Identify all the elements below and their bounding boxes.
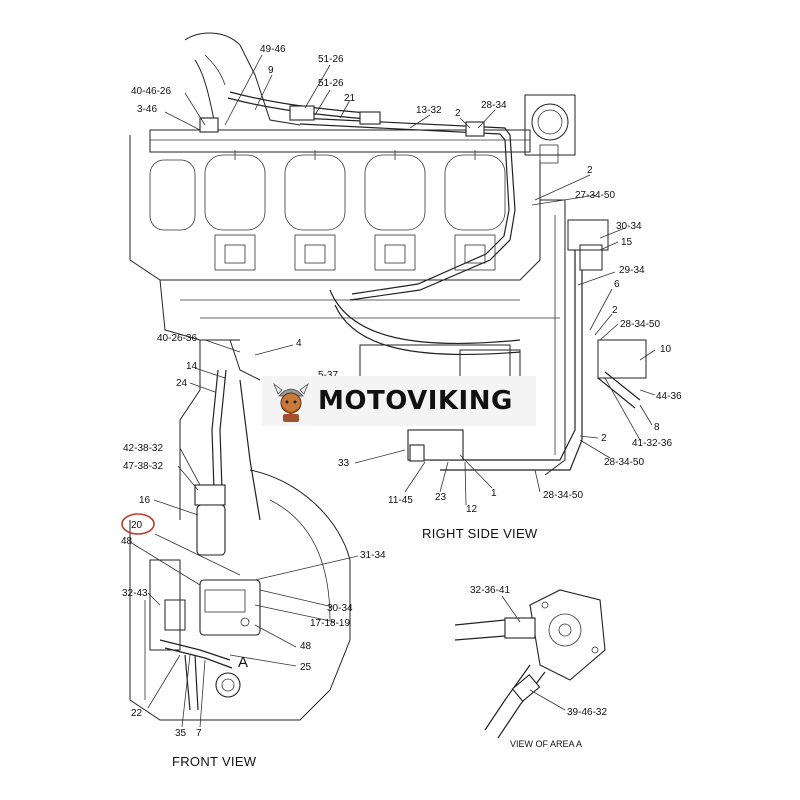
- callout-label: 22: [131, 708, 143, 719]
- area-a-detail-drawing: [454, 589, 606, 739]
- brand-banner: MOTOVIKING: [262, 376, 536, 426]
- callout-label: 48: [300, 641, 312, 652]
- callout-label: 20: [131, 520, 143, 531]
- callout-label: 39-46-32: [567, 707, 607, 718]
- highlight-ring: [121, 513, 155, 535]
- engine-block-drawing: [129, 32, 647, 521]
- callout-label: 3-46: [137, 104, 157, 115]
- callout-label: 11-45: [388, 495, 413, 506]
- callout-label: 23: [435, 492, 447, 503]
- right-side-view-title: RIGHT SIDE VIEW: [422, 526, 538, 541]
- callout-label: 51-26: [318, 54, 344, 65]
- callout-label: 28-34-50: [543, 490, 583, 501]
- callout-label: 32-43: [122, 588, 148, 599]
- callout-label: 27-34-50: [575, 190, 615, 201]
- callout-label: 2: [601, 433, 607, 444]
- callout-label: 41-32-36: [632, 438, 672, 449]
- callout-label: 28-34-50: [620, 319, 660, 330]
- callout-label: 49-46: [260, 44, 286, 55]
- callout-label: 32-36-41: [470, 585, 510, 596]
- callout-label: 17-18-19: [310, 618, 350, 629]
- callout-label: 2: [455, 108, 461, 119]
- callout-label: 15: [621, 237, 633, 248]
- viking-mascot-icon: [273, 382, 309, 422]
- front-view-drawing: [129, 469, 351, 721]
- callout-label: 8: [654, 422, 660, 433]
- front-view-title: FRONT VIEW: [172, 754, 257, 769]
- callout-label: 40-46-26: [131, 86, 171, 97]
- callout-label: 30-34: [327, 603, 353, 614]
- callout-labels: 49-46 51-26 51-26 9 21 40-46-26 3-46 13-…: [121, 44, 682, 739]
- callout-label: 9: [268, 65, 274, 76]
- callout-label: 44-36: [656, 391, 682, 402]
- callout-label: 7: [196, 728, 202, 739]
- callout-label: 16: [139, 495, 151, 506]
- callout-label: 4: [296, 338, 302, 349]
- callout-label: 6: [614, 279, 620, 290]
- callout-label: 28-34-50: [604, 457, 644, 468]
- callout-label: 40-26-36: [157, 333, 197, 344]
- callout-label: 1: [491, 488, 497, 499]
- callout-label: 48: [121, 536, 133, 547]
- callout-label: 33: [338, 458, 350, 469]
- callout-label: 29-34: [619, 265, 645, 276]
- callout-label: 24: [176, 378, 188, 389]
- callout-label: 30-34: [616, 221, 642, 232]
- callout-label: 13-32: [416, 105, 442, 116]
- callout-label: 10: [660, 344, 672, 355]
- callout-label: 2: [612, 305, 618, 316]
- callout-label: 5-37: [318, 370, 338, 381]
- callout-label: 47-38-32: [123, 461, 163, 472]
- brand-name: MOTOVIKING: [318, 386, 513, 416]
- area-a-view-title: VIEW OF AREA A: [510, 739, 582, 749]
- callout-label: 35: [175, 728, 187, 739]
- area-a-marker: A: [238, 654, 248, 671]
- callout-label: 14: [186, 361, 198, 372]
- callout-label: 21: [344, 93, 356, 104]
- callout-label: 25: [300, 662, 312, 673]
- callout-label: 2: [587, 165, 593, 176]
- callout-label: 51-26: [318, 78, 344, 89]
- callout-label: 31-34: [360, 550, 386, 561]
- callout-label: 12: [466, 504, 478, 515]
- callout-label: 42-38-32: [123, 443, 163, 454]
- callout-label: 28-34: [481, 100, 507, 111]
- leader-lines: [129, 54, 656, 728]
